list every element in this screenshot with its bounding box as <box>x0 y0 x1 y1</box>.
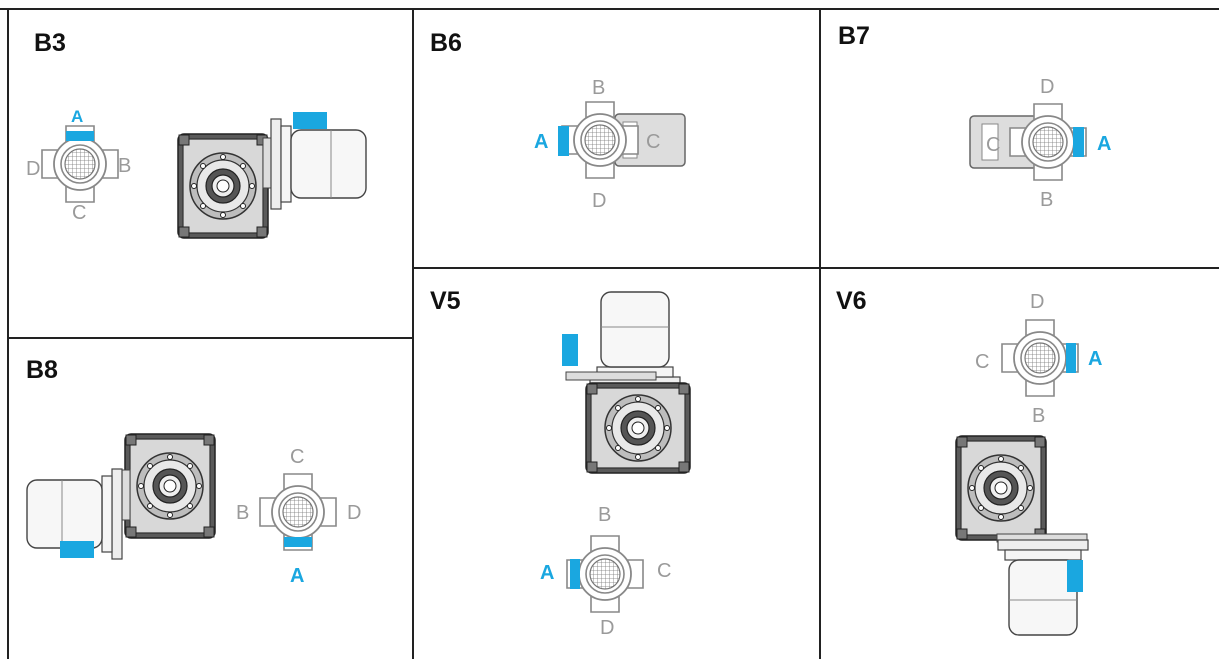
b3-label-d: D <box>26 158 41 180</box>
b7-label-d: D <box>1040 76 1055 98</box>
b6-label-c: C <box>646 131 661 153</box>
v6-label-b: B <box>1032 405 1046 427</box>
v5-label-c: C <box>657 560 672 582</box>
panel-title-b3: B3 <box>34 29 66 57</box>
b3-label-c: C <box>72 202 87 224</box>
b8-label-d: D <box>347 502 362 524</box>
panel-title-b8: B8 <box>26 356 58 384</box>
v5-label-b: B <box>598 504 612 526</box>
panel-title-b7: B7 <box>838 22 870 50</box>
mounting-cross-v6-icon <box>1001 319 1079 397</box>
v5-label-d: D <box>600 617 615 639</box>
panel-title-b6: B6 <box>430 29 462 57</box>
gearmotor-v6-icon <box>955 435 1089 636</box>
b6-label-a: A <box>534 131 549 153</box>
b8-label-b: B <box>236 502 250 524</box>
panel-title-v5: V5 <box>430 287 461 315</box>
b3-label-a: A <box>71 107 84 126</box>
b8-label-a: A <box>290 565 305 587</box>
grid-line-v1 <box>412 8 414 659</box>
v5-label-a: A <box>540 562 555 584</box>
v6-label-d: D <box>1030 291 1045 313</box>
mounting-cross-b7-icon <box>969 103 1087 181</box>
grid-line-h-right <box>412 267 1219 269</box>
panel-title-v6: V6 <box>836 287 867 315</box>
b3-label-b: B <box>118 155 132 177</box>
gearmotor-b8-icon <box>26 433 216 560</box>
grid-line-top <box>0 8 1219 10</box>
grid-line-v2 <box>819 8 821 659</box>
grid-line-left <box>7 8 9 659</box>
b6-label-d: D <box>592 190 607 212</box>
mounting-cross-b3-icon <box>41 125 119 203</box>
mounting-cross-v5-icon <box>566 535 644 613</box>
v6-label-a: A <box>1088 348 1103 370</box>
gearmotor-v5-icon <box>562 291 691 474</box>
b7-label-c: C <box>986 134 1001 156</box>
v6-label-c: C <box>975 351 990 373</box>
mounting-cross-b6-icon <box>558 101 686 179</box>
gearmotor-b3-icon <box>177 112 367 239</box>
mounting-cross-b8-icon <box>259 473 337 551</box>
b7-label-b: B <box>1040 189 1054 211</box>
grid-line-h-left <box>7 337 413 339</box>
b7-label-a: A <box>1097 133 1112 155</box>
b8-label-c: C <box>290 446 305 468</box>
b6-label-b: B <box>592 77 606 99</box>
